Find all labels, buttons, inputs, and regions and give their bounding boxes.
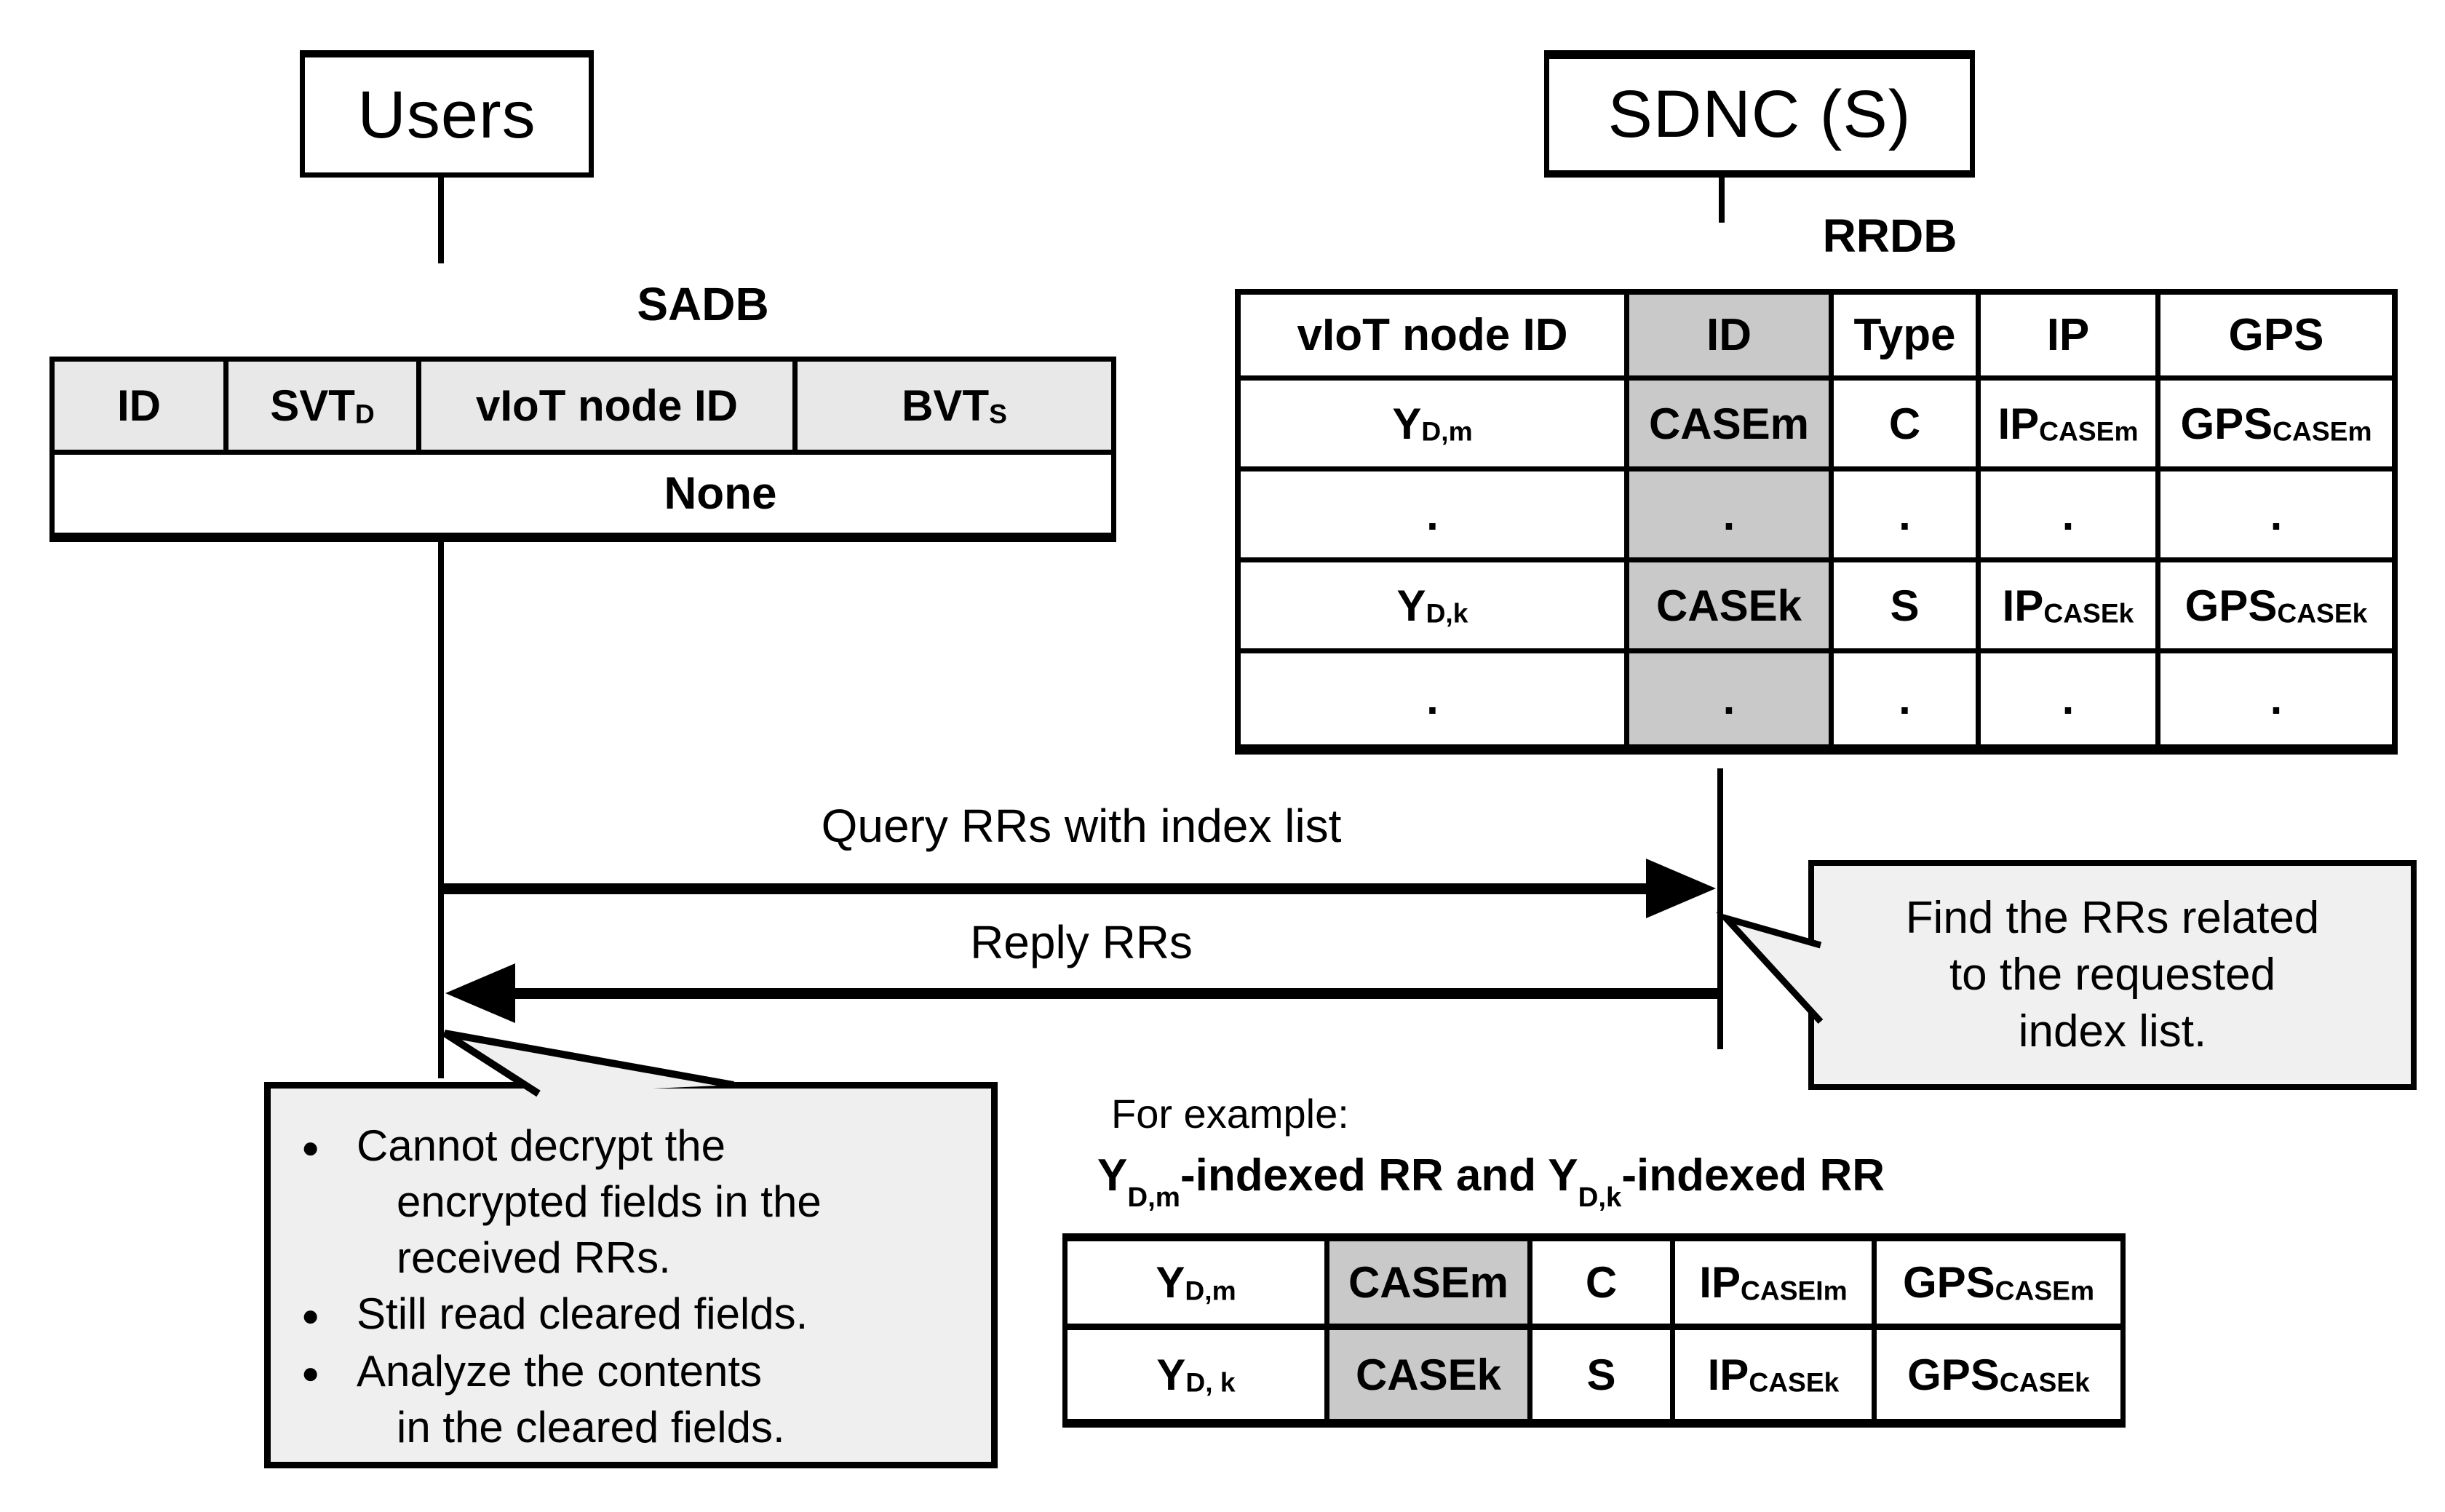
sdnc-lifeline-stub	[1719, 178, 1725, 223]
bullet-text: Cannot decrypt the encrypted fields in t…	[357, 1121, 822, 1282]
sdnc-actor-label: SDNC (S)	[1607, 77, 1912, 151]
rrdb-cell: CASEm	[1624, 381, 1829, 471]
rrdb-cell: S	[1829, 562, 1976, 653]
bullet-icon: ●	[301, 1356, 320, 1390]
find-rrs-line-2: to the requested	[1949, 950, 2276, 1000]
rrdb-header-viot-node-id: vIoT node ID	[1241, 295, 1624, 381]
sadb-title: SADB	[637, 278, 769, 330]
query-message-label: Query RRs with index list	[821, 800, 1342, 852]
example-cell: C	[1527, 1241, 1670, 1330]
users-lifeline	[438, 538, 444, 1078]
bullet-icon: ●	[301, 1130, 320, 1164]
rrdb-cell: .	[1976, 471, 2155, 562]
example-cell: CASEk	[1324, 1330, 1527, 1419]
example-cell: S	[1527, 1330, 1670, 1419]
rrdb-cell: .	[2155, 471, 2392, 562]
find-rrs-line-1: Find the RRs related	[1905, 893, 2320, 943]
users-lifeline-stub	[438, 178, 444, 263]
sadb-header-id: ID	[55, 362, 223, 455]
bullet-item: ● Analyze the contents in the cleared fi…	[301, 1343, 977, 1455]
bullet-text: Analyze the contents in the cleared fiel…	[357, 1347, 785, 1452]
rrdb-cell: C	[1829, 381, 1976, 471]
query-arrow-shaft	[442, 883, 1652, 894]
bullet-icon: ●	[301, 1298, 320, 1332]
sdnc-actor-box: SDNC (S)	[1544, 50, 1975, 178]
rrdb-header-type: Type	[1829, 295, 1976, 381]
rrdb-row-dots: . . . . .	[1241, 471, 2392, 562]
rrdb-row-dots: . . . . .	[1241, 653, 2392, 744]
reply-arrowhead-icon	[445, 963, 515, 1023]
rrdb-cell: .	[1624, 653, 1829, 744]
rrdb-header-ip: IP	[1976, 295, 2155, 381]
bullet-text: Still read cleared fields.	[357, 1289, 808, 1338]
rrdb-cell: CASEk	[1624, 562, 1829, 653]
find-rrs-callout: Find the RRs related to the requested in…	[1808, 860, 2417, 1090]
rrdb-header-row: vIoT node ID ID Type IP GPS	[1241, 295, 2392, 381]
example-heading: YD,m-indexed RR and YD,k-indexed RR	[1097, 1150, 1885, 1213]
rrdb-header-id: ID	[1624, 295, 1829, 381]
rrdb-header-gps: GPS	[2155, 295, 2392, 381]
user-analysis-callout: ● Cannot decrypt the encrypted fields in…	[264, 1082, 998, 1468]
sadb-none-row: None	[55, 455, 1111, 533]
rrdb-cell: .	[1829, 653, 1976, 744]
rrdb-cell: .	[1829, 471, 1976, 562]
bullet-item: ● Still read cleared fields.	[301, 1286, 977, 1343]
rrdb-cell: .	[1624, 471, 1829, 562]
rrdb-cell: .	[1426, 675, 1439, 723]
find-rrs-line-3: index list.	[2018, 1006, 2207, 1057]
sadb-none-cell: None	[664, 469, 777, 519]
rrdb-cell: .	[1976, 653, 2155, 744]
reply-arrow-shaft	[515, 988, 1720, 999]
bullet-item: ● Cannot decrypt the encrypted fields in…	[301, 1118, 977, 1286]
rrdb-title: RRDB	[1822, 210, 1957, 262]
rrdb-cell: .	[1241, 471, 1624, 562]
right-callout-tail	[1715, 912, 1824, 1024]
sdnc-lifeline	[1717, 768, 1723, 1049]
rrdb-cell: .	[2155, 653, 2392, 744]
users-actor-box: Users	[300, 50, 594, 178]
example-cell: CASEm	[1324, 1241, 1527, 1330]
query-arrowhead-icon	[1646, 859, 1716, 918]
example-intro: For example:	[1111, 1091, 1349, 1137]
users-actor-label: Users	[357, 77, 536, 152]
sadb-header-viot-node-id: vIoT node ID	[416, 362, 792, 455]
reply-message-label: Reply RRs	[970, 916, 1193, 968]
